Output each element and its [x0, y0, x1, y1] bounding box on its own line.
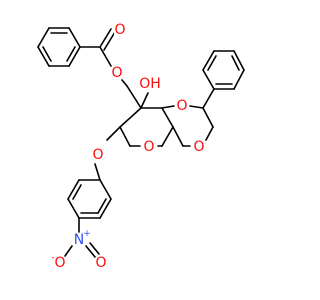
- bond-benzoyl-ring: [37, 27, 50, 48]
- bond-hydroxyl: [140, 92, 149, 109]
- atom-o-ester: O: [111, 65, 122, 81]
- bond-pyranose: [126, 85, 142, 109]
- atom-o-carbonyl: O: [114, 22, 125, 38]
- bond-benzoyl-ring: [68, 46, 81, 67]
- bond-dioxane: [172, 126, 184, 147]
- bond-benzoyl-ring: [37, 46, 50, 67]
- bond-benzoyl-ring: [68, 27, 81, 48]
- bond-benzoyl-ring-inner: [42, 46, 52, 62]
- bond-dioxane: [205, 126, 214, 141]
- bond-nitro-single: [64, 245, 73, 257]
- bond-dioxane: [189, 105, 204, 109]
- bond-anomeric-ether: [106, 126, 121, 141]
- bond-carbonyl-double: [103, 31, 116, 51]
- bond-pyranose: [119, 107, 142, 128]
- bond-nitrophenyl-ring-inner: [72, 184, 82, 200]
- bond-pyranose: [161, 107, 174, 128]
- bond-nitrophenyl-ring: [99, 198, 112, 219]
- bond-nitrophenyl-ring-inner: [97, 198, 107, 214]
- atom-o-dioxane-upper: O: [176, 98, 187, 114]
- atom-o-aryl-ether: O: [92, 147, 103, 163]
- bond-acetal-phenyl: [202, 88, 215, 109]
- atom-o-hydroxyl: OH: [139, 76, 161, 92]
- bond-dioxane: [161, 105, 175, 109]
- bond-carbonyl-ester: [99, 46, 112, 67]
- bond-ether-aryl: [94, 163, 101, 181]
- atom-n-nitro: N: [74, 232, 84, 248]
- bond-nitrophenyl-ring: [99, 179, 112, 200]
- atom-o-pyran: O: [143, 139, 154, 155]
- atom-labels: O O OH O O O O N + O O -: [51, 22, 205, 271]
- bond-nitrophenyl-ring: [67, 198, 80, 219]
- bonds: [37, 27, 245, 258]
- bond-pyranose: [119, 126, 131, 147]
- bond-phenyl-ring: [233, 69, 245, 90]
- bond-carbonyl-double: [99, 28, 112, 48]
- atom-o-nitro-right: O: [95, 255, 106, 271]
- bond-nitro-double: [89, 242, 100, 255]
- bond-pyranose: [161, 126, 174, 147]
- chemical-structure: O O OH O O O O N + O O -: [37, 22, 245, 271]
- bond-nitro-double: [85, 245, 96, 258]
- bond-phenyl-ring-inner: [207, 55, 217, 71]
- charge-o-nitro-left: -: [51, 253, 54, 263]
- atom-o-dioxane-lower: O: [193, 139, 204, 155]
- bond-benzoyl-ring-inner: [66, 46, 76, 62]
- bond-phenyl-ring-inner: [231, 55, 240, 71]
- bond-ester-oxygen: [121, 79, 128, 87]
- bond-phenyl-ring: [202, 69, 215, 90]
- bond-nitrophenyl-ring: [67, 179, 80, 200]
- charge-n-nitro: +: [83, 229, 91, 239]
- bond-phenyl-ring: [202, 50, 215, 71]
- bond-dioxane: [202, 107, 214, 128]
- atom-o-nitro-left: O: [54, 255, 65, 271]
- bond-phenyl-ring: [233, 50, 245, 71]
